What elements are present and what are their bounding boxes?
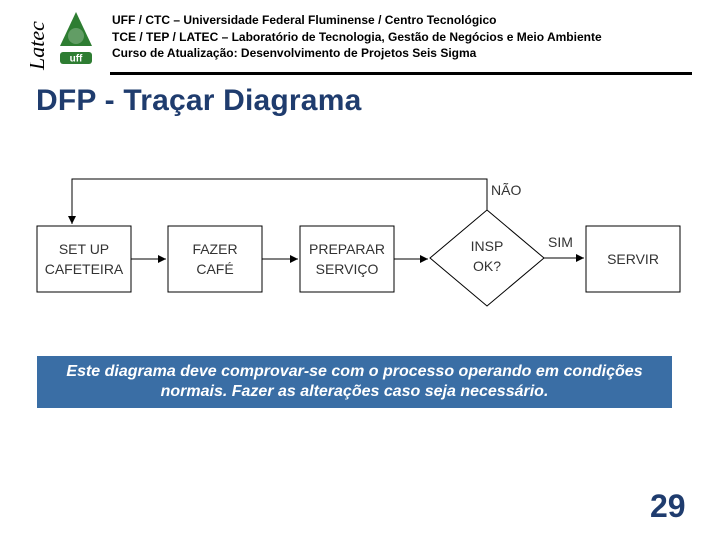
logo-triangle <box>60 12 92 46</box>
node-preparar-label: PREPARAR SERVIÇO <box>309 241 385 277</box>
node-setup-box <box>36 225 132 293</box>
note-box: Este diagrama deve comprovar-se com o pr… <box>37 356 672 408</box>
edge-insp-setup-loop <box>68 178 488 224</box>
page-title: DFP - Traçar Diagrama <box>36 84 362 117</box>
node-insp-diamond <box>429 209 545 307</box>
logo-badge-text: uff <box>70 54 83 65</box>
node-fazer-box <box>167 225 263 293</box>
node-servir-label: SERVIR <box>607 251 659 267</box>
node-setup-label: SET UP CAFETEIRA <box>44 241 124 277</box>
header-line-2: TCE / TEP / LATEC – Laboratório de Tecno… <box>112 29 602 44</box>
header-line-3: Curso de Atualização: Desenvolvimento de… <box>112 46 477 60</box>
node-servir-box <box>585 225 681 293</box>
header-divider <box>110 72 692 75</box>
node-insp-label: INSP OK? <box>470 238 504 274</box>
page-number: 29 <box>650 488 686 524</box>
header-info: UFF / CTC – Universidade Federal Flumine… <box>112 12 702 62</box>
edge-label-no: NÃO <box>491 182 522 198</box>
node-preparar-box <box>299 225 395 293</box>
node-fazer-label: FAZER CAFÉ <box>192 241 238 277</box>
edge-label-yes: SIM <box>548 234 573 250</box>
note-text: Este diagrama deve comprovar-se com o pr… <box>66 363 643 400</box>
header-line-1: UFF / CTC – Universidade Federal Flumine… <box>112 13 497 27</box>
logo-badge <box>60 52 92 64</box>
